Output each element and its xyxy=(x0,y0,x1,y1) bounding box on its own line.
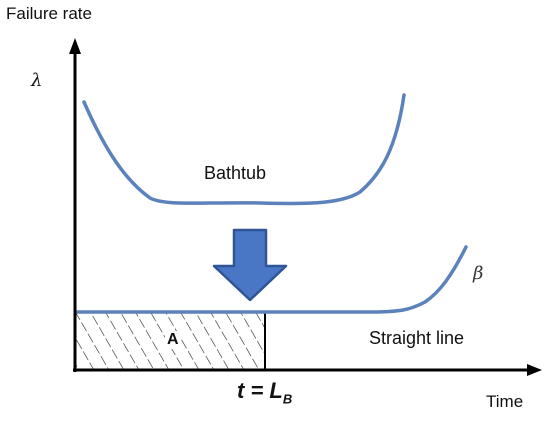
lifetime-marker-subscript: B xyxy=(282,391,293,407)
bathtub-curve xyxy=(82,93,406,206)
straight-line-curve xyxy=(75,245,468,314)
lambda-symbol: λ xyxy=(31,70,43,91)
down-arrow-icon xyxy=(212,228,288,302)
x-axis-arrowhead xyxy=(527,364,542,376)
x-axis-label: Time xyxy=(486,392,524,411)
bathtub-label: Bathtub xyxy=(204,163,267,183)
region-a-label: A xyxy=(165,331,181,349)
y-axis-label: Failure rate xyxy=(6,4,92,23)
straight-line-label: Straight line xyxy=(369,328,465,348)
y-axis-arrowhead xyxy=(69,38,81,54)
beta-symbol: β xyxy=(473,263,484,284)
lifetime-marker-label: t = LB xyxy=(237,378,292,406)
lifetime-marker-prefix: t = L xyxy=(237,378,283,403)
